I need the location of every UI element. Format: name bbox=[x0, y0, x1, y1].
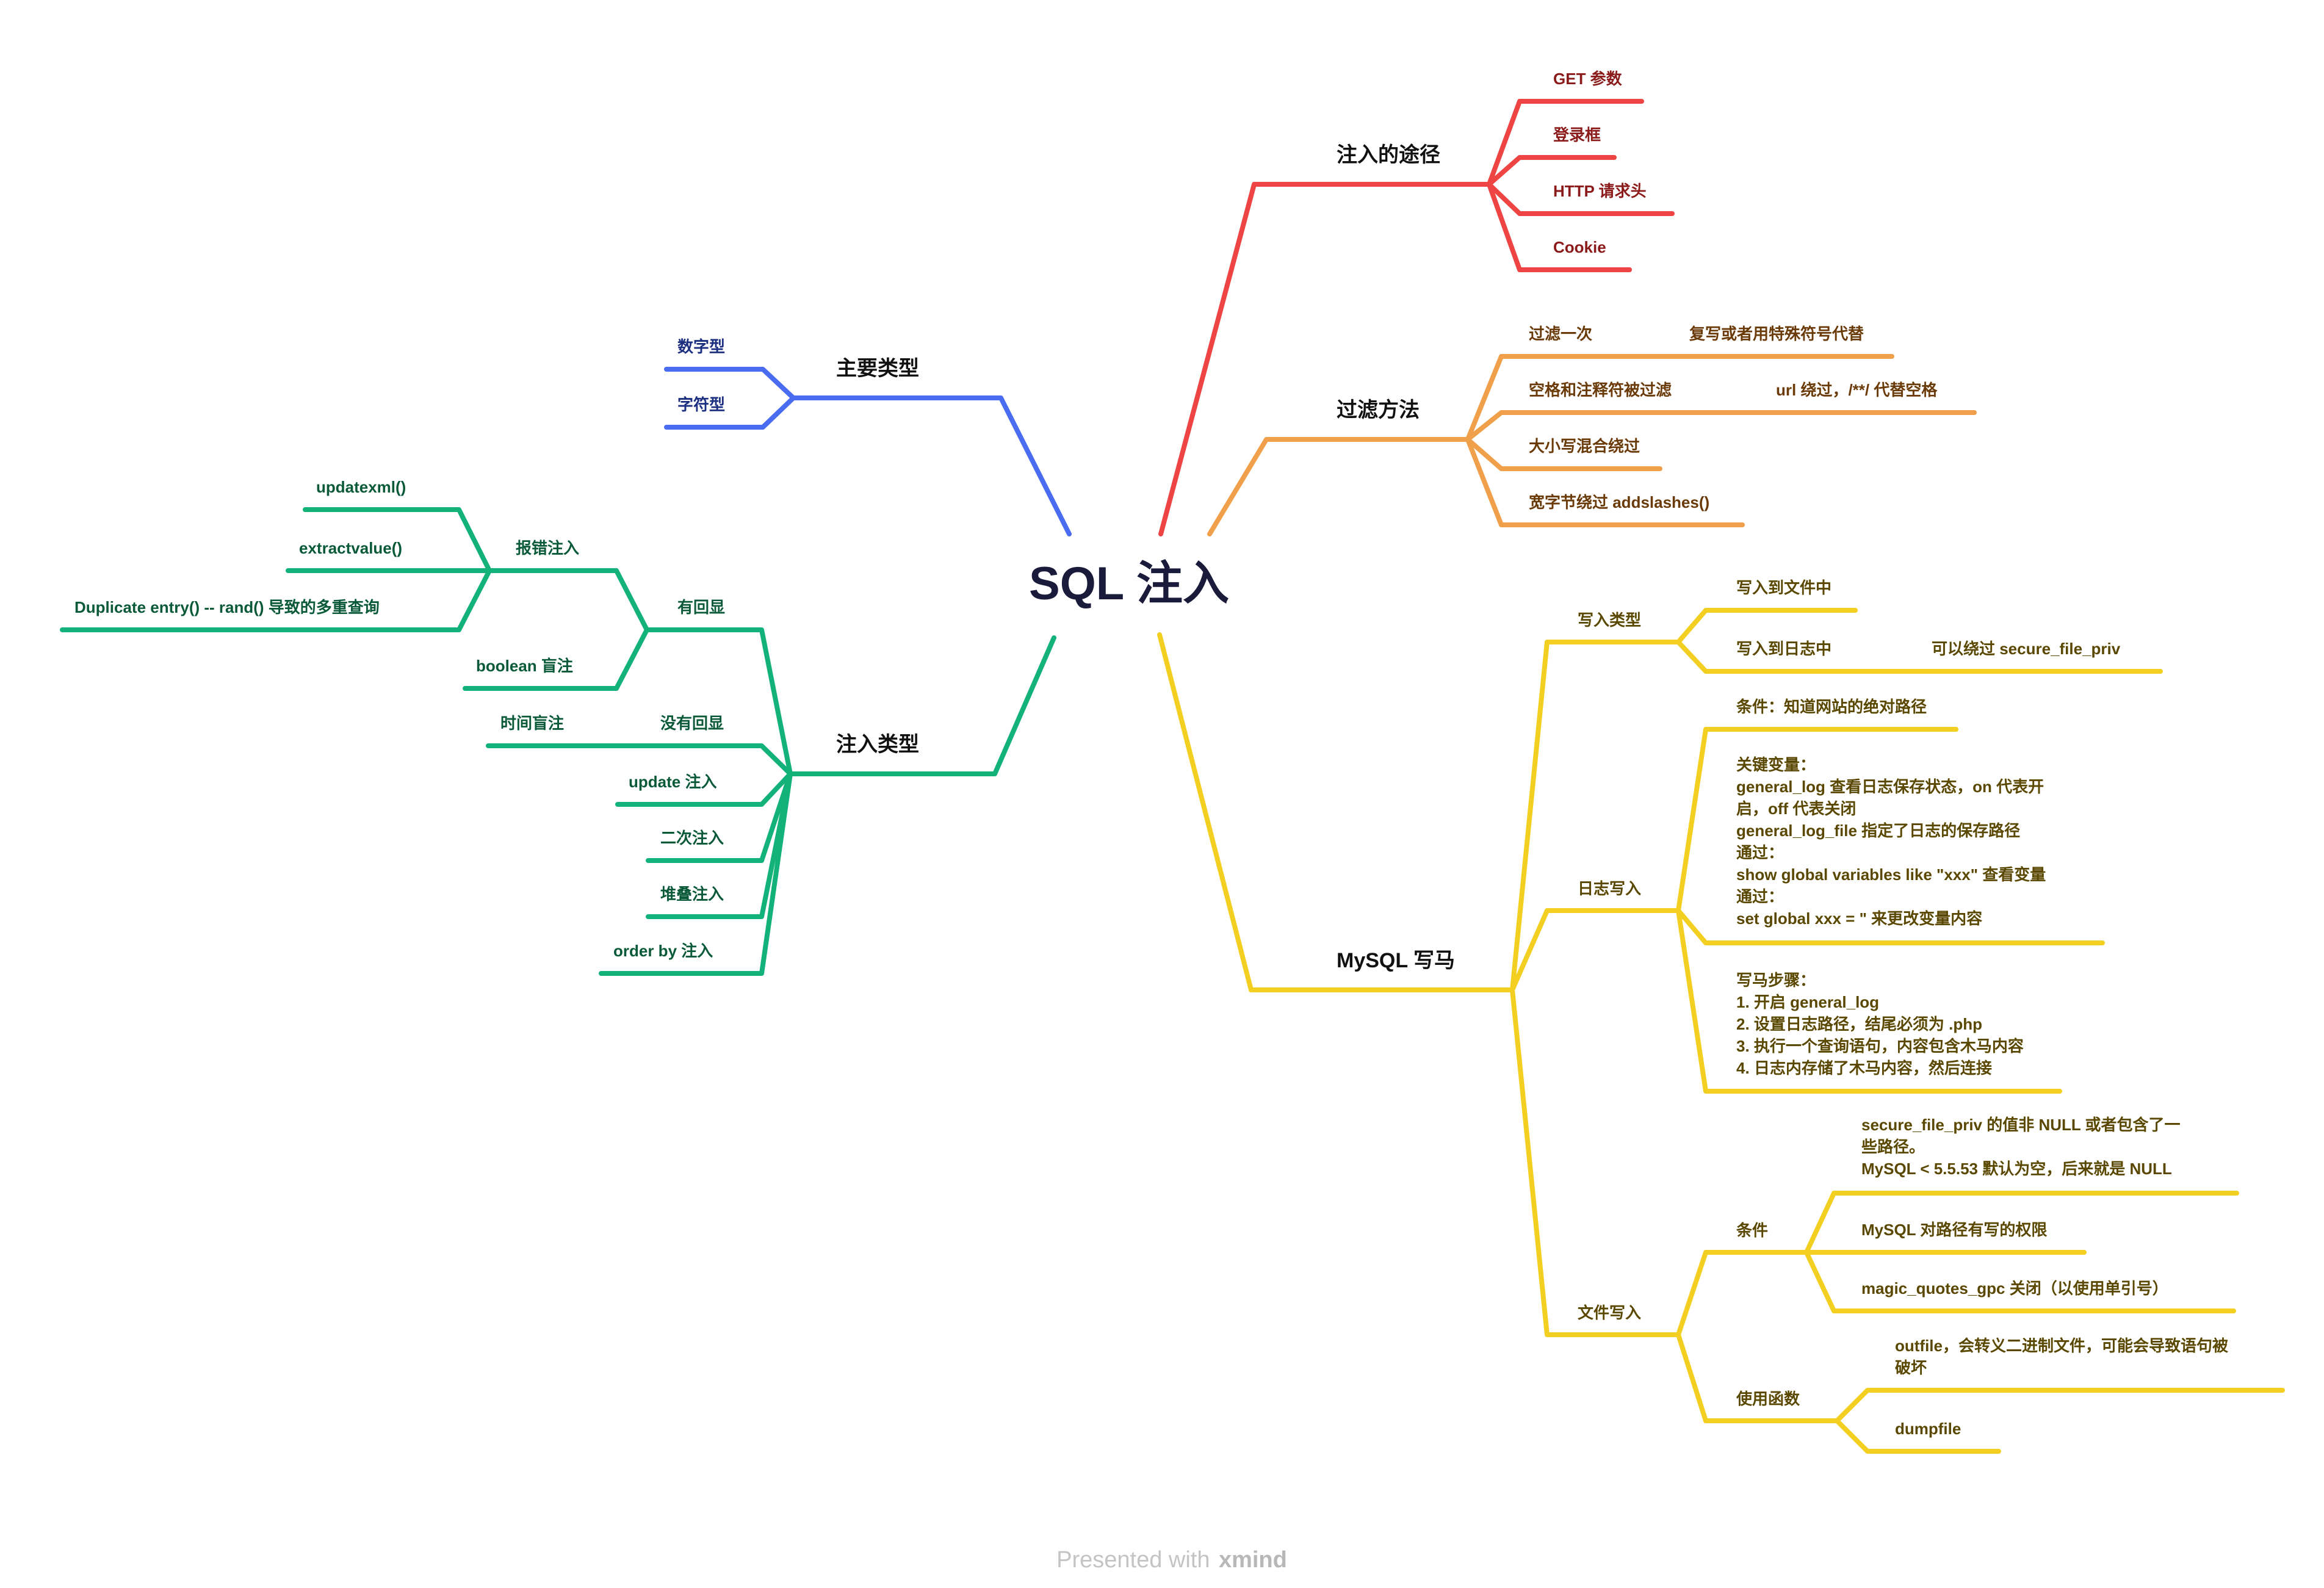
error-based-injection[interactable]: 报错注入 bbox=[516, 539, 579, 557]
topic-filter-methods[interactable]: 过滤方法 bbox=[1337, 399, 1420, 422]
path-item-http-header[interactable]: HTTP 请求头 bbox=[1553, 182, 1647, 200]
topic-injection-paths[interactable]: 注入的途径 bbox=[1337, 143, 1440, 167]
no-echo-injection[interactable]: 没有回显 bbox=[660, 714, 724, 732]
file-cond-magic-quotes[interactable]: magic_quotes_gpc 关闭（以使用单引号） bbox=[1861, 1279, 2168, 1297]
main-type-numeric[interactable]: 数字型 bbox=[677, 337, 725, 356]
stacked-injection[interactable]: 堆叠注入 bbox=[660, 885, 724, 903]
main-type-string[interactable]: 字符型 bbox=[677, 395, 725, 414]
file-write[interactable]: 文件写入 bbox=[1578, 1304, 1641, 1322]
path-item-cookie[interactable]: Cookie bbox=[1553, 238, 1606, 256]
log-steps: 写马步骤： 1. 开启 general_log 2. 设置日志路径，结尾必须为 … bbox=[1736, 971, 2028, 1077]
log-write[interactable]: 日志写入 bbox=[1578, 879, 1641, 898]
path-item-login[interactable]: 登录框 bbox=[1553, 126, 1601, 144]
branch-main-types: 主要类型 数字型 字符型 bbox=[664, 337, 1072, 536]
branch-injection-paths: 注入的途径 GET 参数 登录框 HTTP 请求头 Cookie bbox=[1158, 70, 1675, 536]
error-updatexml[interactable]: updatexml() bbox=[316, 478, 406, 496]
filter-once-note[interactable]: 复写或者用特殊符号代替 bbox=[1689, 325, 1864, 343]
file-functions[interactable]: 使用函数 bbox=[1736, 1390, 1800, 1408]
update-injection[interactable]: update 注入 bbox=[629, 773, 716, 791]
path-item-get[interactable]: GET 参数 bbox=[1553, 70, 1623, 88]
echo-injection[interactable]: 有回显 bbox=[677, 598, 725, 616]
func-outfile: outfile，会转义二进制文件，可能会导致语句被 破坏 bbox=[1895, 1337, 2232, 1377]
write-to-file[interactable]: 写入到文件中 bbox=[1736, 579, 1831, 597]
filter-space-comment[interactable]: 空格和注释符被过滤 bbox=[1529, 381, 1672, 399]
file-cond-secure-file-priv: secure_file_priv 的值非 NULL 或者包含了一 些路径。 My… bbox=[1861, 1116, 2185, 1178]
write-type[interactable]: 写入类型 bbox=[1578, 611, 1641, 629]
branch-mysql-webshell: MySQL 写马 写入类型 写入到文件中 写入到日志中 可以绕过 secure_… bbox=[1157, 579, 2285, 1454]
write-to-log-note[interactable]: 可以绕过 secure_file_priv bbox=[1932, 640, 2121, 658]
topic-main-types[interactable]: 主要类型 bbox=[836, 357, 919, 380]
error-extractvalue[interactable]: extractvalue() bbox=[299, 539, 402, 557]
topic-injection-types[interactable]: 注入类型 bbox=[836, 733, 919, 756]
file-cond-write-permission[interactable]: MySQL 对路径有写的权限 bbox=[1861, 1221, 2047, 1239]
root-topic[interactable]: SQL 注入 bbox=[1029, 558, 1229, 610]
time-blind-injection[interactable]: 时间盲注 bbox=[500, 714, 564, 732]
log-condition[interactable]: 条件：知道网站的绝对路径 bbox=[1736, 698, 1927, 716]
second-order-injection[interactable]: 二次注入 bbox=[660, 829, 724, 847]
write-to-log[interactable]: 写入到日志中 bbox=[1736, 640, 1831, 658]
file-condition[interactable]: 条件 bbox=[1736, 1221, 1768, 1240]
log-key-variables: 关键变量： general_log 查看日志保存状态，on 代表开 启，off … bbox=[1736, 756, 2051, 928]
filter-space-comment-note[interactable]: url 绕过，/**/ 代替空格 bbox=[1776, 381, 1938, 399]
filter-case-mix[interactable]: 大小写混合绕过 bbox=[1529, 437, 1640, 455]
func-dumpfile[interactable]: dumpfile bbox=[1895, 1420, 1961, 1438]
branch-filter-methods: 过滤方法 过滤一次 复写或者用特殊符号代替 空格和注释符被过滤 url 绕过，/… bbox=[1207, 325, 1977, 536]
footer-credit: Presented with xmind bbox=[1056, 1547, 1287, 1573]
filter-once[interactable]: 过滤一次 bbox=[1529, 325, 1592, 343]
red-main-connector bbox=[1158, 182, 1492, 536]
filter-wide-byte[interactable]: 宽字节绕过 addslashes() bbox=[1529, 493, 1709, 511]
error-duplicate-entry[interactable]: Duplicate entry() -- rand() 导致的多重查询 bbox=[74, 598, 380, 616]
topic-mysql-webshell[interactable]: MySQL 写马 bbox=[1337, 949, 1455, 972]
boolean-blind-injection[interactable]: boolean 盲注 bbox=[476, 657, 573, 675]
order-by-injection[interactable]: order by 注入 bbox=[613, 942, 713, 960]
branch-injection-types: 注入类型 有回显 没有回显 时间盲注 update 注入 二次注入 堆叠注入 o… bbox=[60, 478, 1056, 976]
